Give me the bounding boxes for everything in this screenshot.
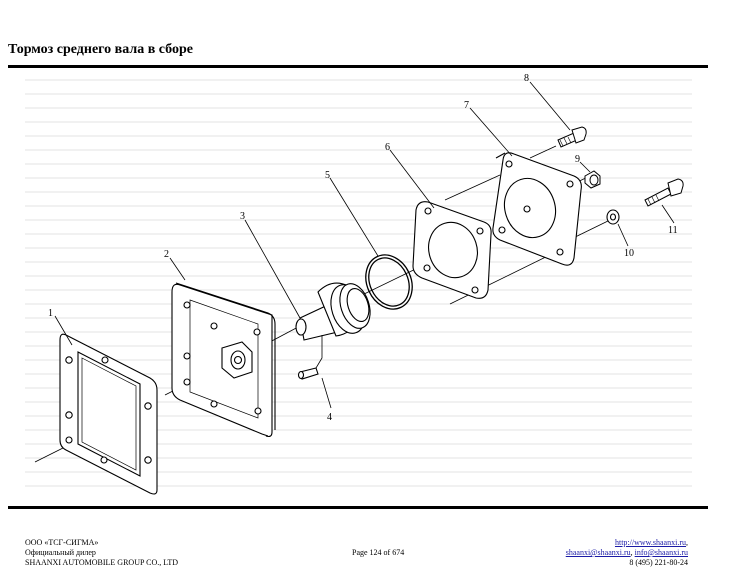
manufacturer-name: SHAANXI AUTOMOBILE GROUP CO., LTD: [25, 558, 179, 567]
footer-company-block: ООО «ТСГ-СИГМА» Официальный дилер SHAANX…: [25, 538, 178, 568]
callout-4: 4: [327, 412, 332, 423]
footer-rule: [8, 506, 708, 509]
part-7-plate: [492, 152, 582, 266]
callout-1: 1: [48, 308, 53, 319]
email-link-shaanxi[interactable]: shaanxi@shaanxi.ru: [565, 548, 631, 557]
callout-6: 6: [385, 142, 390, 153]
website-link[interactable]: http://www.shaanxi.ru: [614, 538, 686, 547]
callout-2: 2: [164, 249, 169, 260]
part-1-gasket: [59, 333, 158, 495]
header-rule: [8, 65, 708, 68]
part-2-cover: [171, 282, 276, 438]
page-title: Тормоз среднего вала в сборе: [8, 42, 193, 57]
part-5-o-ring: [365, 254, 413, 310]
part-4-pin: [297, 335, 323, 380]
part-3-shaft: [295, 282, 371, 341]
dealer-label: Официальный дилер: [25, 548, 96, 557]
callout-5: 5: [325, 170, 330, 181]
part-8-bolt: [557, 126, 587, 148]
part-6-gasket: [412, 201, 492, 299]
page-number: Page 124 of 674: [352, 548, 405, 557]
callout-11: 11: [668, 225, 678, 236]
footer-contact-block: http://www.shaanxi.ru, shaanxi@shaanxi.r…: [565, 538, 688, 567]
callout-9: 9: [575, 154, 580, 165]
email-link-info[interactable]: info@shaanxi.ru: [634, 548, 688, 557]
callout-10: 10: [624, 248, 634, 259]
callout-3: 3: [240, 211, 245, 222]
part-11-bolt: [644, 178, 684, 207]
leader-lines: [54, 81, 675, 409]
phone-number: 8 (495) 221-80-24: [629, 558, 688, 567]
callout-8: 8: [524, 73, 529, 84]
company-name: ООО «ТСГ-СИГМА»: [25, 538, 99, 547]
part-10-washer: [606, 209, 620, 225]
callout-7: 7: [464, 100, 469, 111]
part-9-plug: [584, 170, 601, 189]
